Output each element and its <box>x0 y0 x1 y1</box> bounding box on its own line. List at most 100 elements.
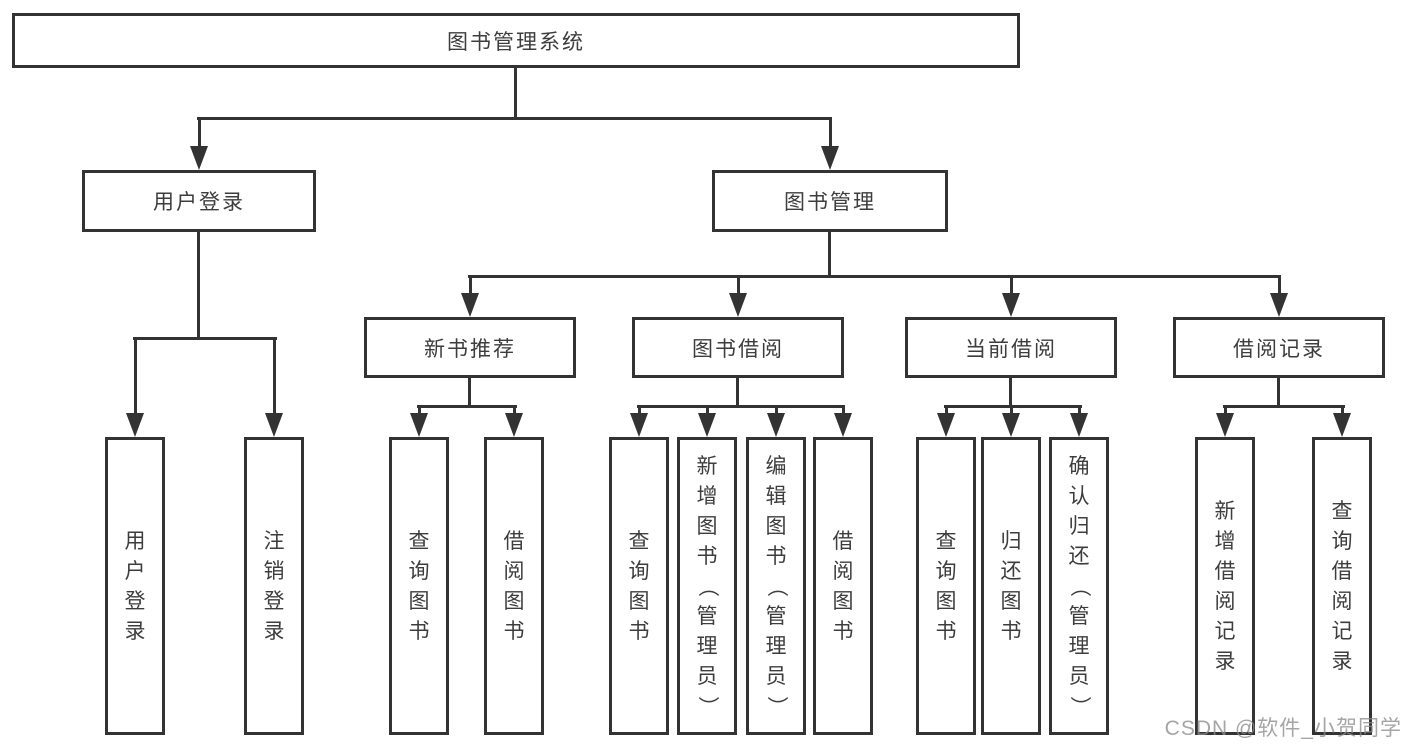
arrow-head-icon <box>630 413 648 437</box>
arrow-head-icon <box>1002 413 1020 437</box>
node-new-book-rec: 新书推荐 <box>364 317 576 378</box>
arrow-head-icon <box>126 413 144 437</box>
edge-level2-bus <box>197 117 832 120</box>
edge-level3-bus <box>468 275 1281 278</box>
edge-book-borrowing-bus <box>637 405 845 408</box>
arrow-stem <box>774 407 778 413</box>
arrow-head-icon <box>1270 293 1288 317</box>
arrow-to-bb-add-books <box>697 407 717 437</box>
arrow-head-icon <box>461 293 479 317</box>
arrow-stem <box>637 407 641 413</box>
arrow-stem <box>1009 407 1013 413</box>
node-leaf-bb-borrow-books-label: 借阅图书 <box>832 529 854 643</box>
arrow-to-bb-query-books <box>629 407 649 437</box>
edge-borrowing-records-bus <box>1223 405 1345 408</box>
node-user-login: 用户登录 <box>82 170 316 232</box>
node-borrowing-records: 借阅记录 <box>1173 317 1385 378</box>
node-leaf-cb-query-books-label: 查询图书 <box>935 529 957 643</box>
node-library-management-system-label: 图书管理系统 <box>447 30 585 54</box>
node-leaf-rec-query-books: 查询图书 <box>389 437 449 735</box>
edge-new-book-rec-stem <box>468 378 471 407</box>
node-book-borrowing-label: 图书借阅 <box>692 337 784 361</box>
edge-new-book-rec-bus <box>417 405 517 408</box>
arrow-to-current-borrowing <box>1001 277 1021 317</box>
node-leaf-rec-borrow-books-label: 借阅图书 <box>503 529 525 643</box>
node-leaf-user-login: 用户登录 <box>105 437 165 735</box>
arrow-head-icon <box>729 293 747 317</box>
node-leaf-user-login-label: 用户登录 <box>124 529 146 643</box>
edge-root-stem <box>514 68 517 119</box>
arrow-stem <box>736 277 740 293</box>
node-book-management-label: 图书管理 <box>784 191 876 214</box>
node-leaf-bb-edit-books: 编辑图书（管理员） <box>746 437 806 735</box>
arrow-to-cb-confirm-return <box>1069 407 1089 437</box>
arrow-to-rec-query-books <box>409 407 429 437</box>
arrow-to-borrowing-records <box>1269 277 1289 317</box>
arrow-head-icon <box>821 146 839 170</box>
node-new-book-rec-label: 新书推荐 <box>424 337 516 361</box>
arrow-to-rec-borrow-books <box>504 407 524 437</box>
node-current-borrowing: 当前借阅 <box>905 317 1117 378</box>
arrow-head-icon <box>698 413 716 437</box>
node-leaf-br-query-record: 查询借阅记录 <box>1312 437 1372 735</box>
arrow-head-icon <box>505 413 523 437</box>
node-book-management: 图书管理 <box>712 170 948 232</box>
arrow-to-logout-leaf <box>264 339 284 437</box>
arrow-to-br-add-record <box>1215 407 1235 437</box>
arrow-stem <box>1223 407 1227 413</box>
arrow-stem <box>512 407 516 413</box>
node-current-borrowing-label: 当前借阅 <box>965 337 1057 361</box>
node-leaf-bb-borrow-books: 借阅图书 <box>813 437 873 735</box>
arrow-head-icon <box>1070 413 1088 437</box>
node-leaf-cb-query-books: 查询图书 <box>916 437 976 735</box>
arrow-stem <box>1077 407 1081 413</box>
node-leaf-bb-add-books: 新增图书（管理员） <box>677 437 737 735</box>
edge-user-login-stem <box>197 232 200 339</box>
node-leaf-bb-query-books-label: 查询图书 <box>628 529 650 643</box>
arrow-head-icon <box>1216 413 1234 437</box>
arrow-stem <box>197 119 201 146</box>
arrow-stem <box>828 119 832 146</box>
arrow-head-icon <box>410 413 428 437</box>
node-leaf-logout-label: 注销登录 <box>263 529 285 643</box>
arrow-to-book-management <box>820 119 840 170</box>
arrow-to-new-book-rec <box>460 277 480 317</box>
arrow-to-cb-return-books <box>1001 407 1021 437</box>
node-leaf-cb-confirm-return: 确认归还（管理员） <box>1049 437 1109 735</box>
arrow-head-icon <box>265 413 283 437</box>
node-leaf-bb-edit-books-label: 编辑图书（管理员） <box>764 454 788 717</box>
edge-user-login-bus <box>133 337 277 340</box>
edge-book-borrowing-stem <box>736 378 739 407</box>
node-leaf-cb-return-books-label: 归还图书 <box>1000 529 1022 643</box>
node-leaf-rec-borrow-books: 借阅图书 <box>484 437 544 735</box>
node-leaf-br-add-record: 新增借阅记录 <box>1195 437 1255 735</box>
node-leaf-logout: 注销登录 <box>244 437 304 735</box>
arrow-to-cb-query-books <box>936 407 956 437</box>
node-leaf-br-query-record-label: 查询借阅记录 <box>1331 499 1353 673</box>
node-leaf-bb-query-books: 查询图书 <box>609 437 669 735</box>
arrow-stem <box>1277 277 1281 293</box>
arrow-head-icon <box>937 413 955 437</box>
csdn-watermark: CSDN @软件_小贺同学 <box>1164 717 1402 740</box>
node-leaf-bb-add-books-label: 新增图书（管理员） <box>695 454 719 717</box>
edge-current-borrowing-stem <box>1009 378 1012 407</box>
arrow-stem <box>133 339 137 413</box>
node-leaf-cb-confirm-return-label: 确认归还（管理员） <box>1067 454 1091 717</box>
node-leaf-cb-return-books: 归还图书 <box>981 437 1041 735</box>
edge-current-borrowing-bus <box>944 405 1082 408</box>
arrow-to-book-borrowing <box>728 277 748 317</box>
edge-borrowing-records-stem <box>1277 378 1280 407</box>
arrow-stem <box>1009 277 1013 293</box>
arrow-stem <box>944 407 948 413</box>
node-user-login-label: 用户登录 <box>153 191 245 214</box>
arrow-to-bb-borrow-books <box>833 407 853 437</box>
arrow-head-icon <box>1333 413 1351 437</box>
arrow-head-icon <box>767 413 785 437</box>
node-borrowing-records-label: 借阅记录 <box>1233 337 1325 361</box>
arrow-head-icon <box>834 413 852 437</box>
node-leaf-br-add-record-label: 新增借阅记录 <box>1214 499 1236 673</box>
node-book-borrowing: 图书借阅 <box>632 317 844 378</box>
arrow-head-icon <box>1002 293 1020 317</box>
arrow-head-icon <box>190 146 208 170</box>
